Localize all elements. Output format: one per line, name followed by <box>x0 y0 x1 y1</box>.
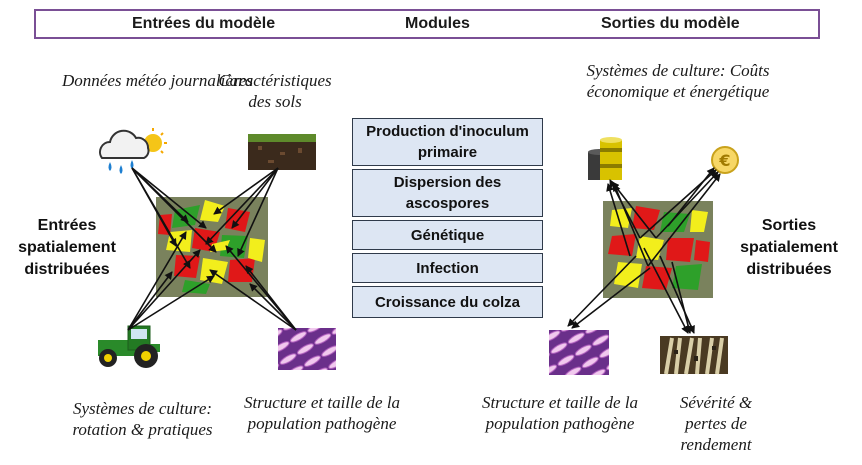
modules-title: Modules <box>405 15 470 32</box>
euro-coin-icon: € <box>711 146 739 174</box>
svg-text:€: € <box>718 151 730 170</box>
outputs-title: Sorties du modèle <box>601 15 740 32</box>
pathogen-image-input <box>278 328 336 370</box>
header-bar: Entrées du modèle Modules Sorties du mod… <box>34 9 820 39</box>
soil-label: Caractéristiques des sols <box>218 71 332 111</box>
severity-label: Sévérité & pertes de rendement <box>679 393 753 454</box>
module-infection: Infection <box>352 253 543 283</box>
output-spatial-map <box>603 201 713 298</box>
module-ascospore-dispersal: Dispersion des ascospores <box>352 169 543 217</box>
pathogen-output-label: Structure et taille de la population pat… <box>481 393 639 433</box>
module-primary-inoculum: Production d'inoculum primaire <box>352 118 543 166</box>
weather-icon <box>99 128 167 174</box>
output-spatial-label: Sorties spatialement distribuées <box>740 217 838 278</box>
tractor-icon <box>98 325 160 368</box>
module-rapeseed-growth: Croissance du colza <box>352 286 543 318</box>
weather-label: Données météo journalières <box>62 71 254 90</box>
inputs-title: Entrées du modèle <box>132 15 276 32</box>
module-stack: Production d'inoculum primaire Dispersio… <box>352 118 543 321</box>
costs-label: Systèmes de culture: Coûts économique et… <box>586 61 770 101</box>
cropping-systems-label: Systèmes de culture: rotation & pratique… <box>72 399 213 439</box>
pathogen-input-label: Structure et taille de la population pat… <box>243 393 401 433</box>
input-arrows <box>127 167 297 331</box>
input-spatial-label: Entrées spatialement distribuées <box>18 217 116 278</box>
severity-stems-image <box>660 336 728 375</box>
pathogen-image-output <box>549 330 609 375</box>
oil-barrel-icon <box>588 137 622 180</box>
soil-icon <box>248 134 316 170</box>
output-arrows <box>567 167 721 334</box>
module-genetics: Génétique <box>352 220 543 250</box>
